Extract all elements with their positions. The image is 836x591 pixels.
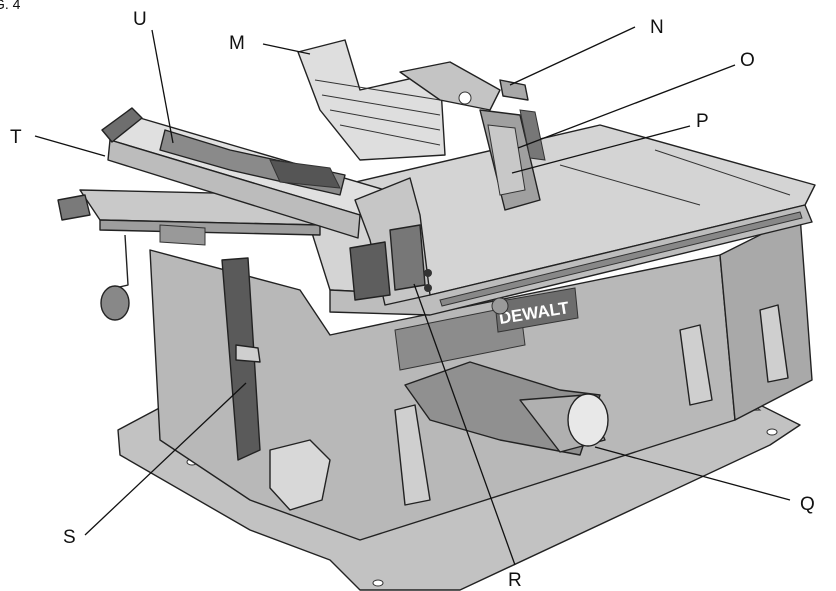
leader-lines xyxy=(34,26,791,566)
callout-p: P xyxy=(696,111,709,132)
dust-port xyxy=(404,361,609,456)
fence-lock-handle xyxy=(349,177,432,306)
blade-guard xyxy=(297,39,529,161)
callout-o: O xyxy=(740,50,755,71)
callout-u: U xyxy=(133,9,147,30)
callout-m: M xyxy=(229,33,245,54)
callout-labels: M N O P Q R S T U xyxy=(10,9,815,591)
figure-label: G. 4 xyxy=(0,0,21,12)
saw-table-top xyxy=(299,124,816,316)
rip-fence xyxy=(101,107,386,239)
callout-r: R xyxy=(508,570,522,591)
saw-blade xyxy=(479,109,546,211)
callout-q: Q xyxy=(800,494,815,515)
callout-s: S xyxy=(63,527,76,548)
callout-n: N xyxy=(650,17,664,38)
callout-t: T xyxy=(10,127,22,148)
bevel-lock-assembly xyxy=(100,234,331,511)
